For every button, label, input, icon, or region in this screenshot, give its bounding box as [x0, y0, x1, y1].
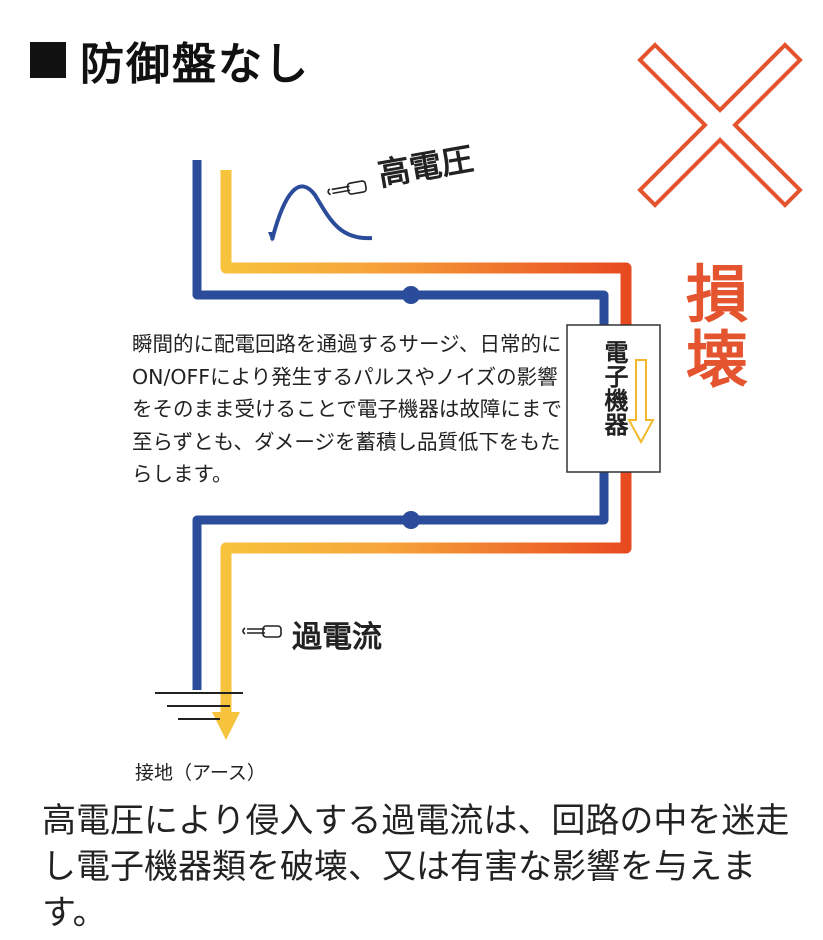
- blue-upper-line: [192, 160, 609, 325]
- title-bullet-icon: [30, 42, 66, 78]
- title-text: 防御盤なし: [80, 39, 310, 90]
- page-title: 防御盤なし: [30, 30, 310, 90]
- lower-junction-dot: [402, 511, 420, 529]
- pointing-hand-icon: [327, 180, 367, 196]
- ground-symbol-icon: [155, 692, 243, 720]
- device-label: 電子機器: [600, 340, 628, 436]
- cross-mark-icon: [637, 42, 803, 208]
- device-arrow-icon: [627, 359, 655, 445]
- blue-lower-line: [192, 470, 609, 690]
- description-text: 瞬間的に配電回路を通過するサージ、日常的にON/OFFにより発生するパルスやノイ…: [132, 332, 562, 486]
- down-arrow-icon: [212, 712, 240, 740]
- surge-wave: [270, 184, 373, 241]
- upper-junction-dot: [402, 286, 420, 304]
- bottom-caption: 高電圧により侵入する過電流は、回路の中を迷走し電子機器類を破壊、又は有害な影響を…: [42, 801, 790, 933]
- orange-lower-line: [220, 470, 632, 715]
- damage-label: 損壊: [685, 258, 748, 397]
- orange-upper-line: [220, 170, 632, 325]
- ground-label: 接地（アース）: [135, 762, 266, 784]
- pointing-hand-icon: [242, 625, 282, 638]
- overcurrent-label: 過電流: [292, 620, 382, 655]
